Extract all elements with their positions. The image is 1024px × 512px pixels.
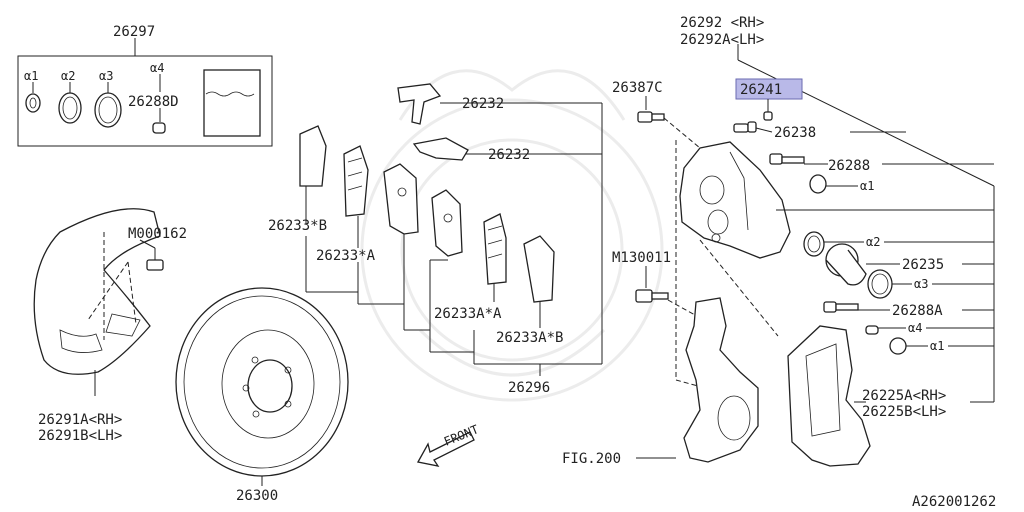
- piston-boot: [867, 269, 893, 299]
- pad-shim-b: [299, 125, 327, 187]
- a4-right-label: α4: [908, 321, 922, 335]
- brake-rotor: [175, 287, 349, 477]
- caliper-bolt-top: [637, 111, 665, 123]
- bolt-shield-label: M000162: [128, 226, 187, 242]
- bleeder-screw: [733, 121, 757, 133]
- pin-lower-label: 26288A: [892, 303, 943, 319]
- watermark-emblem: [360, 69, 664, 402]
- a1-right-label: α1: [860, 179, 874, 193]
- pad-a-label: 26233*A: [316, 248, 376, 264]
- a3-top-label: α3: [99, 69, 113, 83]
- dust-shield: [33, 208, 161, 375]
- bleeder-cap-highlight[interactable]: [735, 78, 803, 100]
- guide-pin-lower: [823, 301, 859, 313]
- boot-a1-icon: [25, 93, 41, 113]
- steering-knuckle: [683, 297, 759, 463]
- bolt-top-label: 26387C: [612, 80, 663, 96]
- kit-box: [17, 38, 273, 147]
- pad-inner: [383, 163, 419, 235]
- knuckle-ref-label: FIG.200: [562, 451, 621, 467]
- caliper-piston: [825, 243, 867, 286]
- support-rh-label: 26225A<RH>: [862, 388, 946, 404]
- piston-seal: [803, 231, 825, 257]
- clip-2-label: 26232: [488, 147, 530, 163]
- diagram-id-label: A262001262: [912, 494, 996, 510]
- pin-kit-label: 26288D: [128, 94, 179, 110]
- kit-label: 26297: [113, 24, 155, 40]
- bolt-lower-label: M130011: [612, 250, 671, 266]
- shield-bolt: [139, 239, 164, 271]
- boot-lower-icon: [889, 337, 907, 355]
- bleeder-cap-icon: [763, 111, 773, 121]
- rotor-label: 26300: [236, 488, 278, 504]
- pad-b-label: 26233*B: [268, 218, 327, 234]
- pad-set-label: 26296: [508, 380, 550, 396]
- support-lh-label: 26225B<LH>: [862, 404, 946, 420]
- bleeder-cap-label[interactable]: 26241: [740, 82, 782, 98]
- pad-plate-a: [343, 145, 369, 217]
- a1-right-low-label: α1: [930, 339, 944, 353]
- a1-top-label: α1: [24, 69, 38, 83]
- pad-shim-ab: [523, 235, 555, 303]
- a3-right-label: α3: [914, 277, 928, 291]
- caliper-rh-label: 26292 <RH>: [680, 15, 764, 31]
- caliper-support: [787, 325, 871, 467]
- a4-top-label: α4: [150, 61, 164, 75]
- pad-clip-upper: [397, 83, 442, 125]
- a2-top-label: α2: [61, 69, 75, 83]
- piston-label: 26235: [902, 257, 944, 273]
- grease-pack-icon: [203, 69, 261, 137]
- caliper-bolt-lower: [635, 289, 669, 303]
- guide-pin-upper: [769, 153, 805, 165]
- shield-label: 26291A<RH>: [38, 412, 122, 428]
- pin-a4-icon: [152, 122, 166, 134]
- bleeder-label: 26238: [774, 125, 816, 141]
- pad-ab-label: 26233A*B: [496, 330, 563, 346]
- pin-a4-right-icon: [865, 325, 879, 335]
- shield-lh-label: 26291B<LH>: [38, 428, 122, 444]
- a2-right-label: α2: [866, 235, 880, 249]
- boot-upper: [809, 174, 827, 194]
- front-arrow-icon: [416, 431, 475, 467]
- pad-aa-label: 26233A*A: [434, 306, 502, 322]
- caliper-lh-label: 26292A<LH>: [680, 32, 764, 48]
- pad-outer: [431, 189, 463, 257]
- pad-clip-lower: [412, 137, 469, 161]
- pad-plate-aa: [483, 213, 507, 285]
- pin-upper-label: 26288: [828, 158, 870, 174]
- seal-a2-icon: [58, 92, 82, 124]
- caliper-body: [679, 141, 791, 259]
- clip-1-label: 26232: [462, 96, 504, 112]
